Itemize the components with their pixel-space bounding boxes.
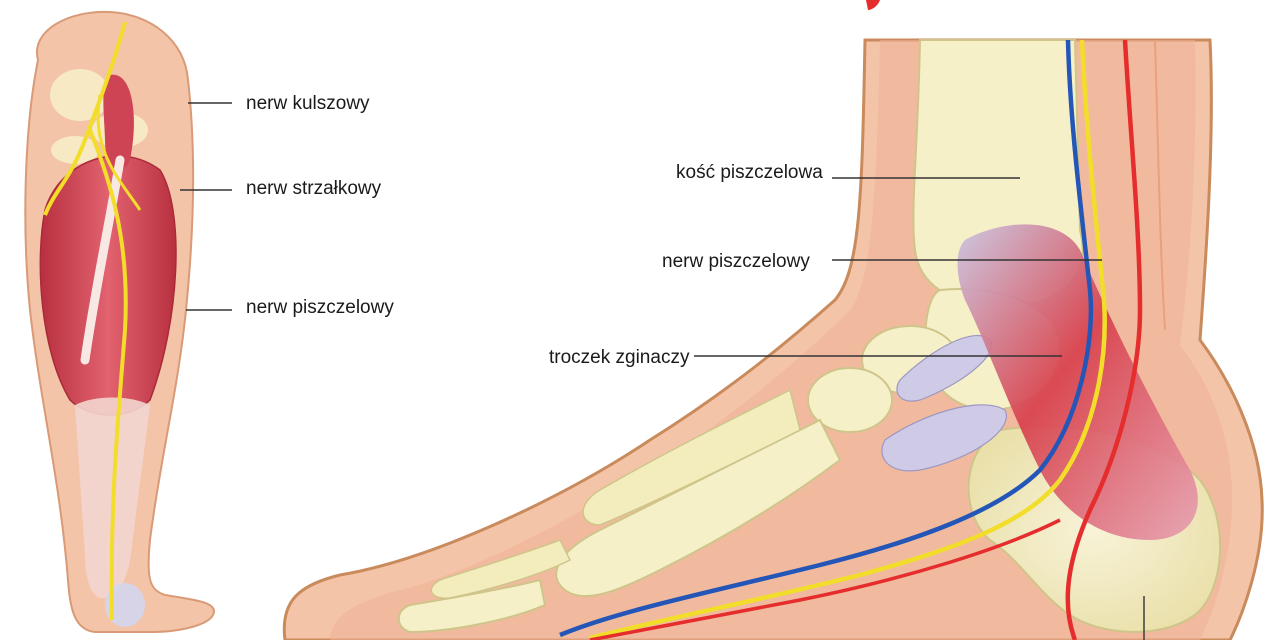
artery-plantar — [589, 518, 1061, 640]
vein-vertical — [559, 39, 1094, 638]
label-sciatic-nerve: nerw kulszowy — [246, 93, 370, 114]
ankle-retinaculum — [105, 583, 145, 627]
foot-illustration — [282, 38, 1264, 640]
plantaris-muscle — [103, 74, 134, 171]
cropped-title-glyph — [866, 0, 880, 10]
label-peroneal-nerve: nerw strzałkowy — [246, 178, 382, 199]
flexor-retinaculum — [957, 224, 1198, 540]
label-tibial-nerve-leg: nerw piszczelowy — [246, 297, 394, 318]
label-tibial-nerve-foot: nerw piszczelowy — [662, 251, 810, 272]
tendon-strip — [80, 155, 125, 365]
tibia-head — [51, 136, 99, 164]
peroneal-nerve-leg — [96, 94, 142, 211]
tibial-nerve-foot — [589, 39, 1107, 640]
skin-edge-vertical — [1154, 39, 1166, 331]
metatarsal-bone-2 — [582, 388, 801, 526]
tibial-nerve-leg — [88, 129, 128, 621]
toe-phalanx-1 — [397, 578, 547, 634]
label-tibia-bone: kość piszczelowa — [676, 162, 823, 183]
label-flexor-retinaculum: troczek zginaczy — [549, 347, 690, 368]
tendon-band-1 — [896, 334, 993, 402]
gastrocnemius-muscle — [39, 155, 177, 416]
artery-vertical — [1065, 39, 1143, 640]
sciatic-nerve — [43, 21, 127, 216]
tendon-band-2 — [881, 404, 1007, 472]
cuneiform-bone — [807, 367, 893, 433]
leg-illustration — [24, 10, 215, 633]
toe-phalanx-2 — [430, 539, 572, 599]
